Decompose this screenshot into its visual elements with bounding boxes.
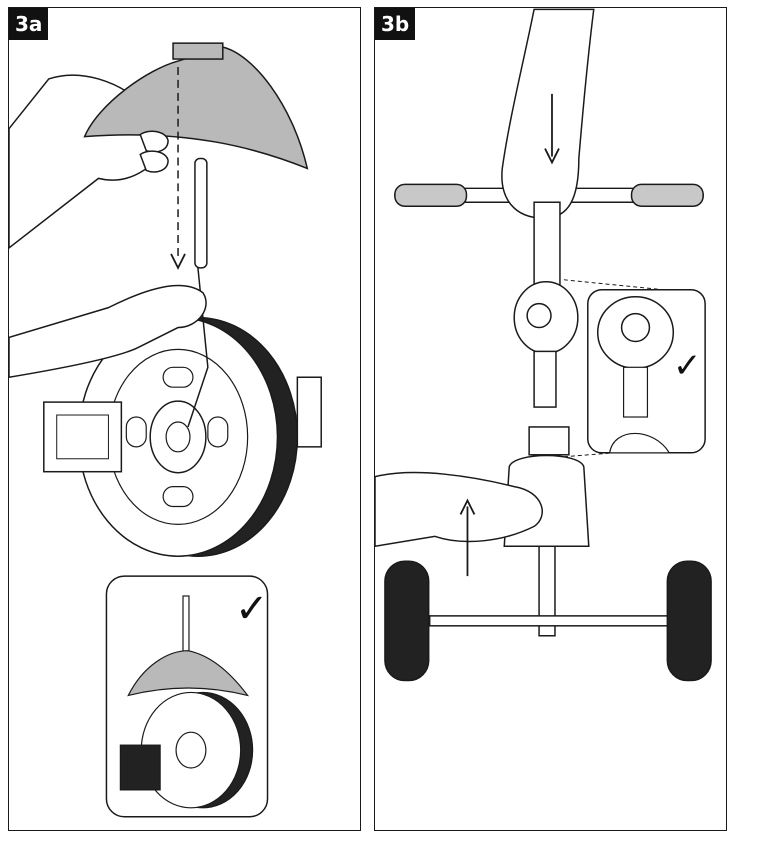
frame-clamp bbox=[528, 426, 570, 456]
finger bbox=[139, 150, 169, 173]
step-label: 3b bbox=[375, 8, 416, 40]
pedal-grid bbox=[56, 414, 109, 460]
left-grip bbox=[394, 183, 468, 207]
arrow-head bbox=[544, 148, 560, 165]
seat-post bbox=[194, 157, 208, 269]
inset-seat-post bbox=[182, 595, 190, 657]
inset-logo-icon bbox=[620, 312, 651, 343]
inset-leader bbox=[563, 452, 614, 458]
right-rear-wheel bbox=[666, 560, 712, 682]
down-tube bbox=[538, 545, 556, 637]
inset-hub bbox=[175, 731, 207, 769]
right-grip bbox=[630, 183, 704, 207]
brand-logo-icon bbox=[526, 302, 552, 329]
top-hand bbox=[501, 8, 595, 219]
inset-seat bbox=[127, 650, 250, 697]
stem-tube bbox=[533, 350, 557, 408]
wheel-cutout bbox=[125, 416, 147, 448]
step-label: 3a bbox=[9, 8, 49, 40]
rear-axle bbox=[428, 615, 670, 627]
arrow-head bbox=[170, 253, 186, 270]
wheel-cutout bbox=[162, 366, 194, 388]
seat-mount bbox=[172, 42, 224, 60]
checkmark-icon: ✓ bbox=[235, 586, 269, 632]
inset-pedal bbox=[119, 744, 161, 791]
inset-leader bbox=[563, 279, 664, 291]
handlebar-attachment-illustration bbox=[375, 8, 712, 682]
axle bbox=[165, 421, 191, 453]
right-hand bbox=[9, 284, 207, 378]
wheel-cutout bbox=[162, 486, 194, 508]
step-panel-3a: 3a bbox=[8, 7, 361, 831]
checkmark-icon: ✓ bbox=[673, 346, 702, 386]
seat bbox=[83, 46, 309, 170]
inset-tube bbox=[622, 366, 649, 418]
seat-attachment-illustration bbox=[9, 42, 322, 818]
handlebar-stem bbox=[533, 201, 561, 293]
step-panel-3b: 3b ✓ bbox=[374, 7, 727, 831]
right-pedal bbox=[296, 376, 322, 448]
arrow-head bbox=[459, 498, 476, 515]
wheel-cutout bbox=[207, 416, 229, 448]
left-rear-wheel bbox=[384, 560, 430, 682]
inset-base bbox=[608, 432, 671, 454]
